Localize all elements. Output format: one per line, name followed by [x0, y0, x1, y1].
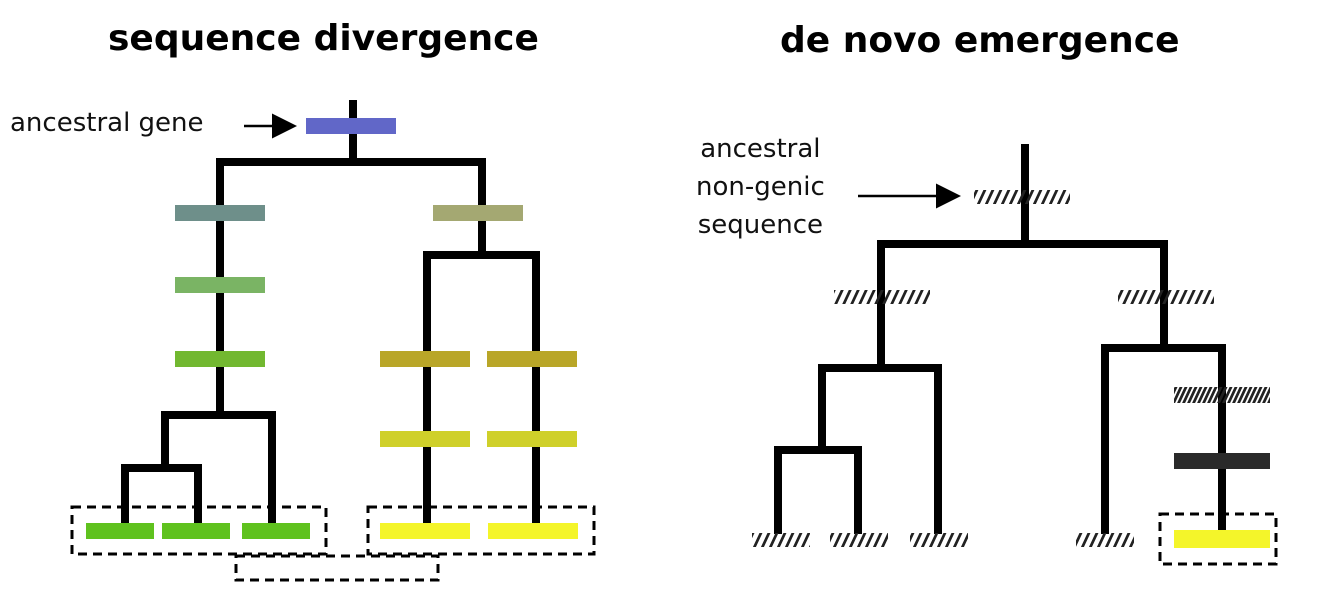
de-novo-gene-box	[1158, 512, 1278, 566]
shared-family-box	[234, 554, 440, 582]
right-leaf-gene-1	[380, 523, 470, 539]
non-genic-hatch-left	[834, 290, 930, 304]
ancestral-gene-bar	[306, 118, 396, 134]
de-novo-gene-bar	[1174, 530, 1270, 548]
green-family-box	[70, 505, 328, 556]
title-sequence-divergence: sequence divergence	[108, 18, 539, 59]
ancestral-non-genic-label-line-1: ancestral	[700, 134, 821, 164]
left-leaf-gene-2	[162, 523, 230, 539]
left-gene-bar-1	[175, 205, 265, 221]
proto-gene-bar-2	[1174, 453, 1270, 469]
leaf-hatch-4	[1076, 533, 1134, 547]
right-gene-bar-3b	[487, 431, 577, 447]
right-gene-bar-3a	[380, 431, 470, 447]
left-tree	[121, 100, 540, 526]
ancestral-non-genic-hatch	[974, 190, 1070, 204]
ancestral-non-genic-label-line-2: non-genic	[696, 172, 825, 202]
left-gene-bar-3	[175, 351, 265, 367]
left-leaf-gene-3	[242, 523, 310, 539]
leaf-hatch-1	[752, 533, 810, 547]
non-genic-hatch-right	[1118, 290, 1214, 304]
right-tree	[774, 144, 1226, 534]
right-gene-bar-2a	[380, 351, 470, 367]
title-de-novo-emergence: de novo emergence	[780, 20, 1180, 61]
leaf-hatch-3	[910, 533, 968, 547]
leaf-hatch-2	[830, 533, 888, 547]
ancestral-non-genic-label-line-3: sequence	[697, 210, 824, 240]
proto-gene-hatch-1	[1174, 387, 1270, 403]
right-gene-bar-1	[433, 205, 523, 221]
left-leaf-gene-1	[86, 523, 154, 539]
yellow-family-box	[366, 505, 596, 556]
left-grouping-boxes	[70, 505, 596, 582]
left-gene-bar-2	[175, 277, 265, 293]
ancestral-gene-label: ancestral gene	[10, 108, 204, 138]
right-leaf-gene-2	[488, 523, 578, 539]
ancestral-non-genic-label: ancestral non-genic sequence	[696, 130, 825, 244]
right-gene-bar-2b	[487, 351, 577, 367]
